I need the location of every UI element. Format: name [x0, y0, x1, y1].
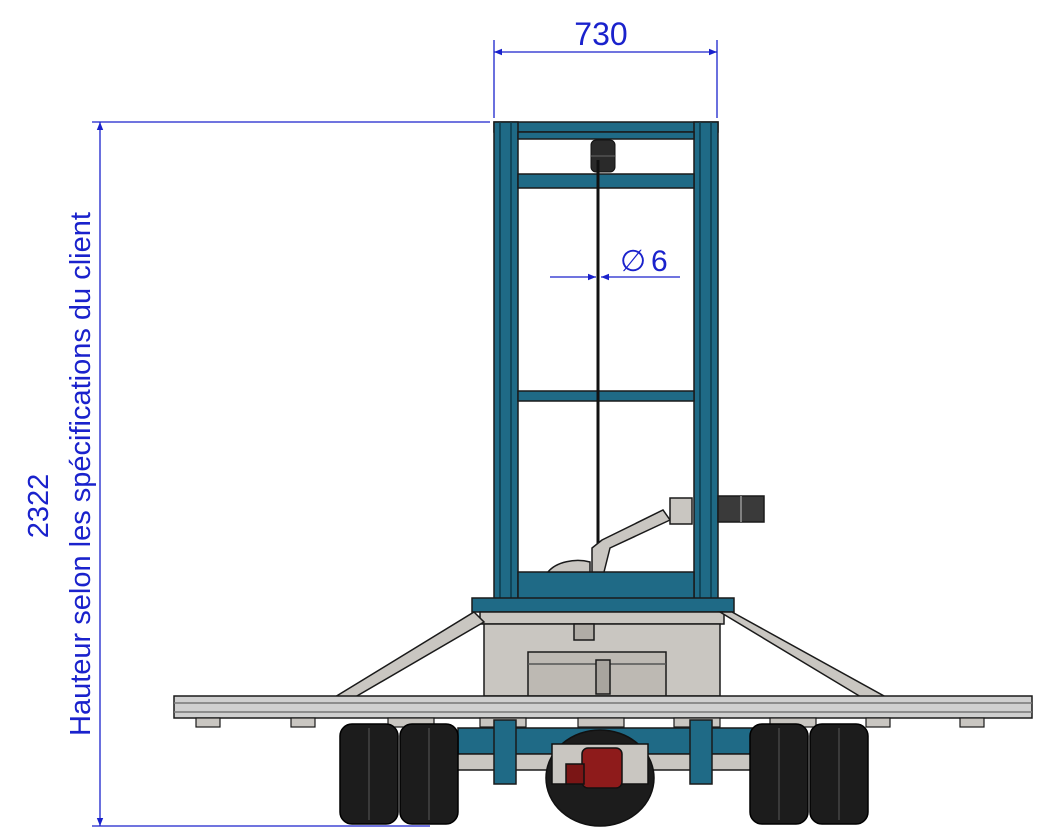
diameter-symbol: ∅: [620, 245, 646, 278]
diameter-value: 6: [651, 245, 668, 278]
height-dimension: [92, 121, 490, 827]
mast-frame: [493, 121, 719, 601]
cross-bar: [173, 695, 1033, 719]
width-label: 730: [574, 16, 627, 52]
width-dimension: [493, 40, 718, 118]
bar-clips: [195, 717, 985, 728]
handle: [669, 495, 765, 525]
pulley: [590, 139, 616, 173]
height-label: 2322: [23, 474, 55, 539]
side-wheels: [339, 723, 869, 825]
height-note: Hauteur selon les spécifications du clie…: [65, 212, 97, 736]
carriage: [517, 509, 695, 601]
base-box: [471, 597, 735, 697]
center-wheel: [545, 729, 655, 827]
lift-trolley-drawing: [173, 121, 1033, 827]
